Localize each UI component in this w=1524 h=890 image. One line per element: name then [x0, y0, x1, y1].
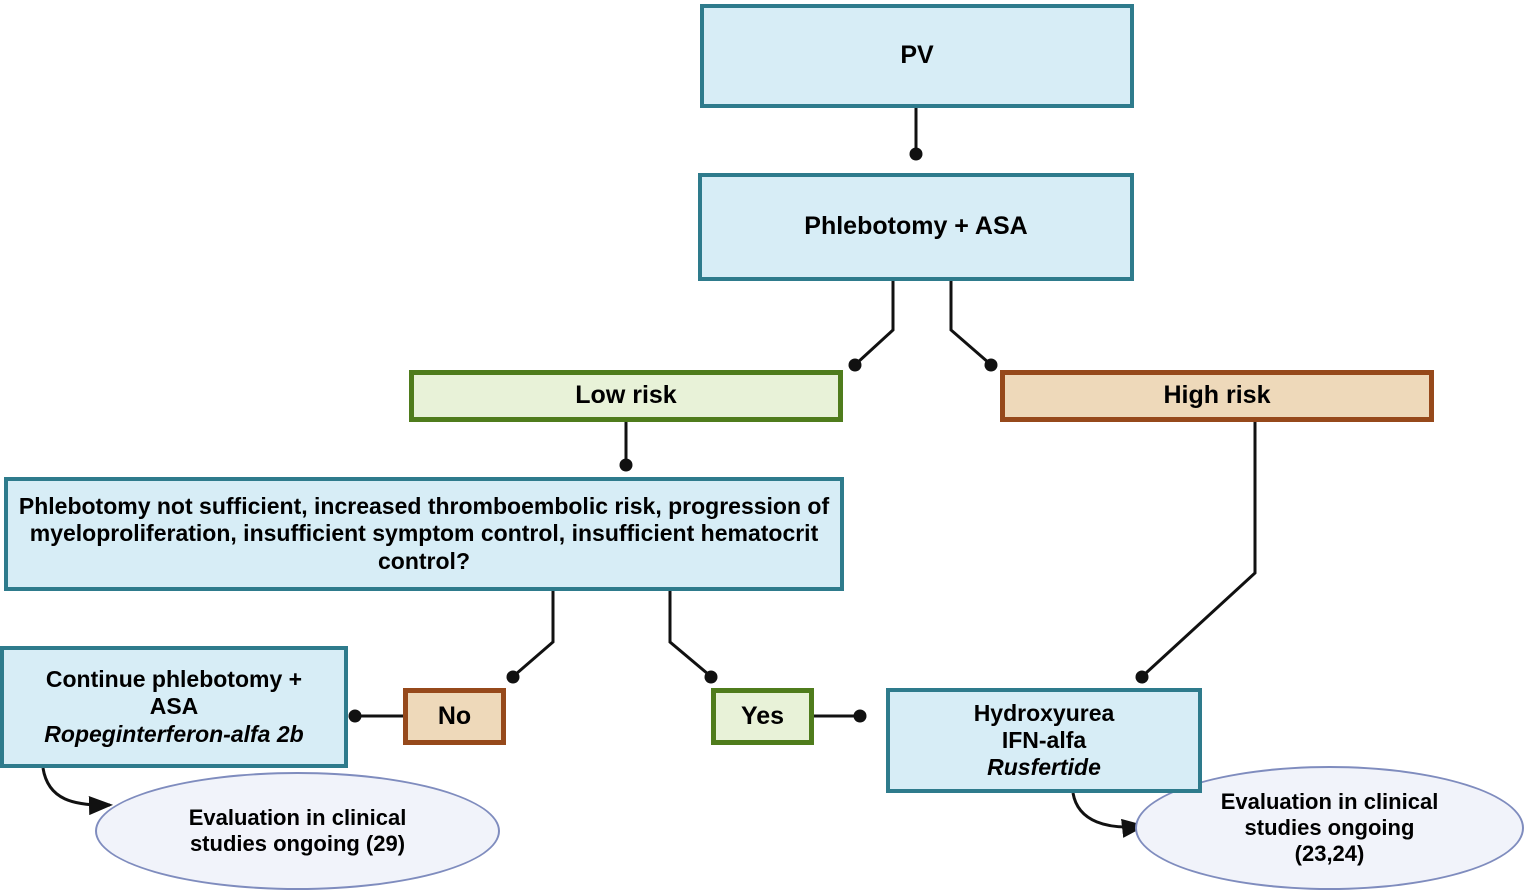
evaluation-right-line-1: Evaluation in clinical — [1220, 789, 1439, 815]
node-continue-phlebotomy[interactable]: Continue phlebotomy + ASA Ropeginterfero… — [0, 646, 348, 768]
node-no[interactable]: No — [403, 688, 506, 745]
hydroxyurea-line-2: IFN-alfa — [1001, 726, 1087, 753]
connector-phlebotomy-to-low-risk — [848, 281, 895, 372]
connector-phlebotomy-to-high-risk — [949, 281, 998, 372]
node-yes-label: Yes — [740, 701, 785, 730]
node-phlebotomy-asa-label: Phlebotomy + ASA — [804, 212, 1028, 241]
connector-no-to-continue — [348, 709, 403, 723]
node-evaluation-left[interactable]: Evaluation in clinical studies ongoing (… — [95, 772, 500, 890]
node-low-risk[interactable]: Low risk — [409, 370, 843, 422]
node-no-label: No — [437, 701, 472, 730]
node-phlebotomy-asa[interactable]: Phlebotomy + ASA — [698, 173, 1134, 281]
hydroxyurea-line-3: Rusfertide — [987, 754, 1101, 781]
connector-decision-to-yes — [668, 591, 718, 684]
node-pv[interactable]: PV — [700, 4, 1134, 108]
continue-line-1: Continue phlebotomy + — [45, 666, 303, 693]
connector-pv-to-phlebotomy — [909, 108, 923, 161]
evaluation-right-line-2: studies ongoing — [1244, 815, 1415, 841]
node-evaluation-right-label: Evaluation in clinical studies ongoing (… — [1221, 789, 1439, 867]
hydroxyurea-line-1: Hydroxyurea — [973, 699, 1115, 726]
node-evaluation-left-label: Evaluation in clinical studies ongoing (… — [189, 805, 407, 857]
continue-line-3: Ropeginterferon-alfa 2b — [44, 720, 304, 747]
connector-low-risk-to-decision — [619, 422, 633, 472]
continue-line-2: ASA — [149, 693, 199, 720]
connector-yes-to-hydroxyurea — [814, 709, 867, 723]
node-decision-criteria[interactable]: Phlebotomy not sufficient, increased thr… — [4, 477, 844, 591]
evaluation-left-line-2: studies ongoing (29) — [189, 831, 406, 856]
node-low-risk-label: Low risk — [575, 381, 677, 410]
node-yes[interactable]: Yes — [711, 688, 814, 745]
node-pv-label: PV — [900, 41, 934, 70]
evaluation-right-line-3: (23,24) — [1294, 840, 1365, 866]
node-high-risk[interactable]: High risk — [1000, 370, 1434, 422]
connector-decision-to-no — [506, 591, 555, 684]
node-hydroxyurea[interactable]: Hydroxyurea IFN-alfa Rusfertide — [886, 688, 1202, 793]
evaluation-left-line-1: Evaluation in clinical — [188, 805, 407, 831]
connector-hydroxyurea-to-evaluation-right — [1071, 792, 1146, 838]
connector-high-risk-to-hydroxyurea — [1135, 422, 1257, 684]
node-hydroxyurea-label: Hydroxyurea IFN-alfa Rusfertide — [974, 700, 1115, 781]
node-continue-phlebotomy-label: Continue phlebotomy + ASA Ropeginterfero… — [44, 666, 303, 747]
connector-continue-to-evaluation-left — [41, 767, 113, 816]
node-decision-criteria-label: Phlebotomy not sufficient, increased thr… — [18, 493, 830, 574]
node-high-risk-label: High risk — [1163, 381, 1271, 410]
